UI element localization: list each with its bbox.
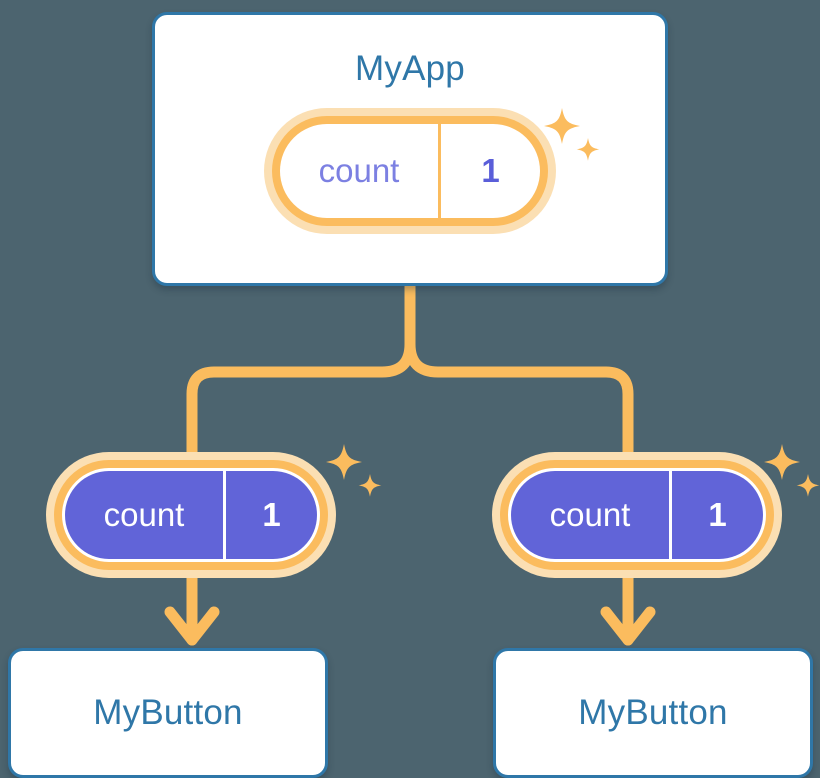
state-pill-button-left: count 1 [46, 452, 336, 578]
arrow-head-left [164, 606, 220, 646]
state-pill-myapp: count 1 [264, 108, 556, 234]
pill-body: count 1 [511, 471, 763, 559]
pill-body: count 1 [280, 124, 540, 218]
state-pill-key: count [103, 496, 185, 533]
connector-branch-left [186, 338, 416, 458]
state-pill-button-right: count 1 [492, 452, 782, 578]
pill-divider [669, 471, 672, 559]
arrow-head-right [600, 606, 656, 646]
connector-branch-right [404, 338, 634, 458]
mybutton-card-title: MyButton [93, 693, 243, 732]
state-pill-value: 1 [262, 496, 281, 533]
state-pill-value: 1 [481, 152, 500, 189]
pill-divider [438, 124, 441, 218]
mybutton-card-left: MyButton [8, 648, 328, 778]
state-pill-key: count [549, 496, 631, 533]
mybutton-card-right: MyButton [493, 648, 813, 778]
pill-body: count 1 [65, 471, 317, 559]
myapp-card-title: MyApp [355, 49, 465, 88]
mybutton-card-title: MyButton [578, 693, 728, 732]
pill-divider [223, 471, 226, 559]
state-pill-key: count [318, 152, 400, 189]
state-pill-value: 1 [708, 496, 727, 533]
